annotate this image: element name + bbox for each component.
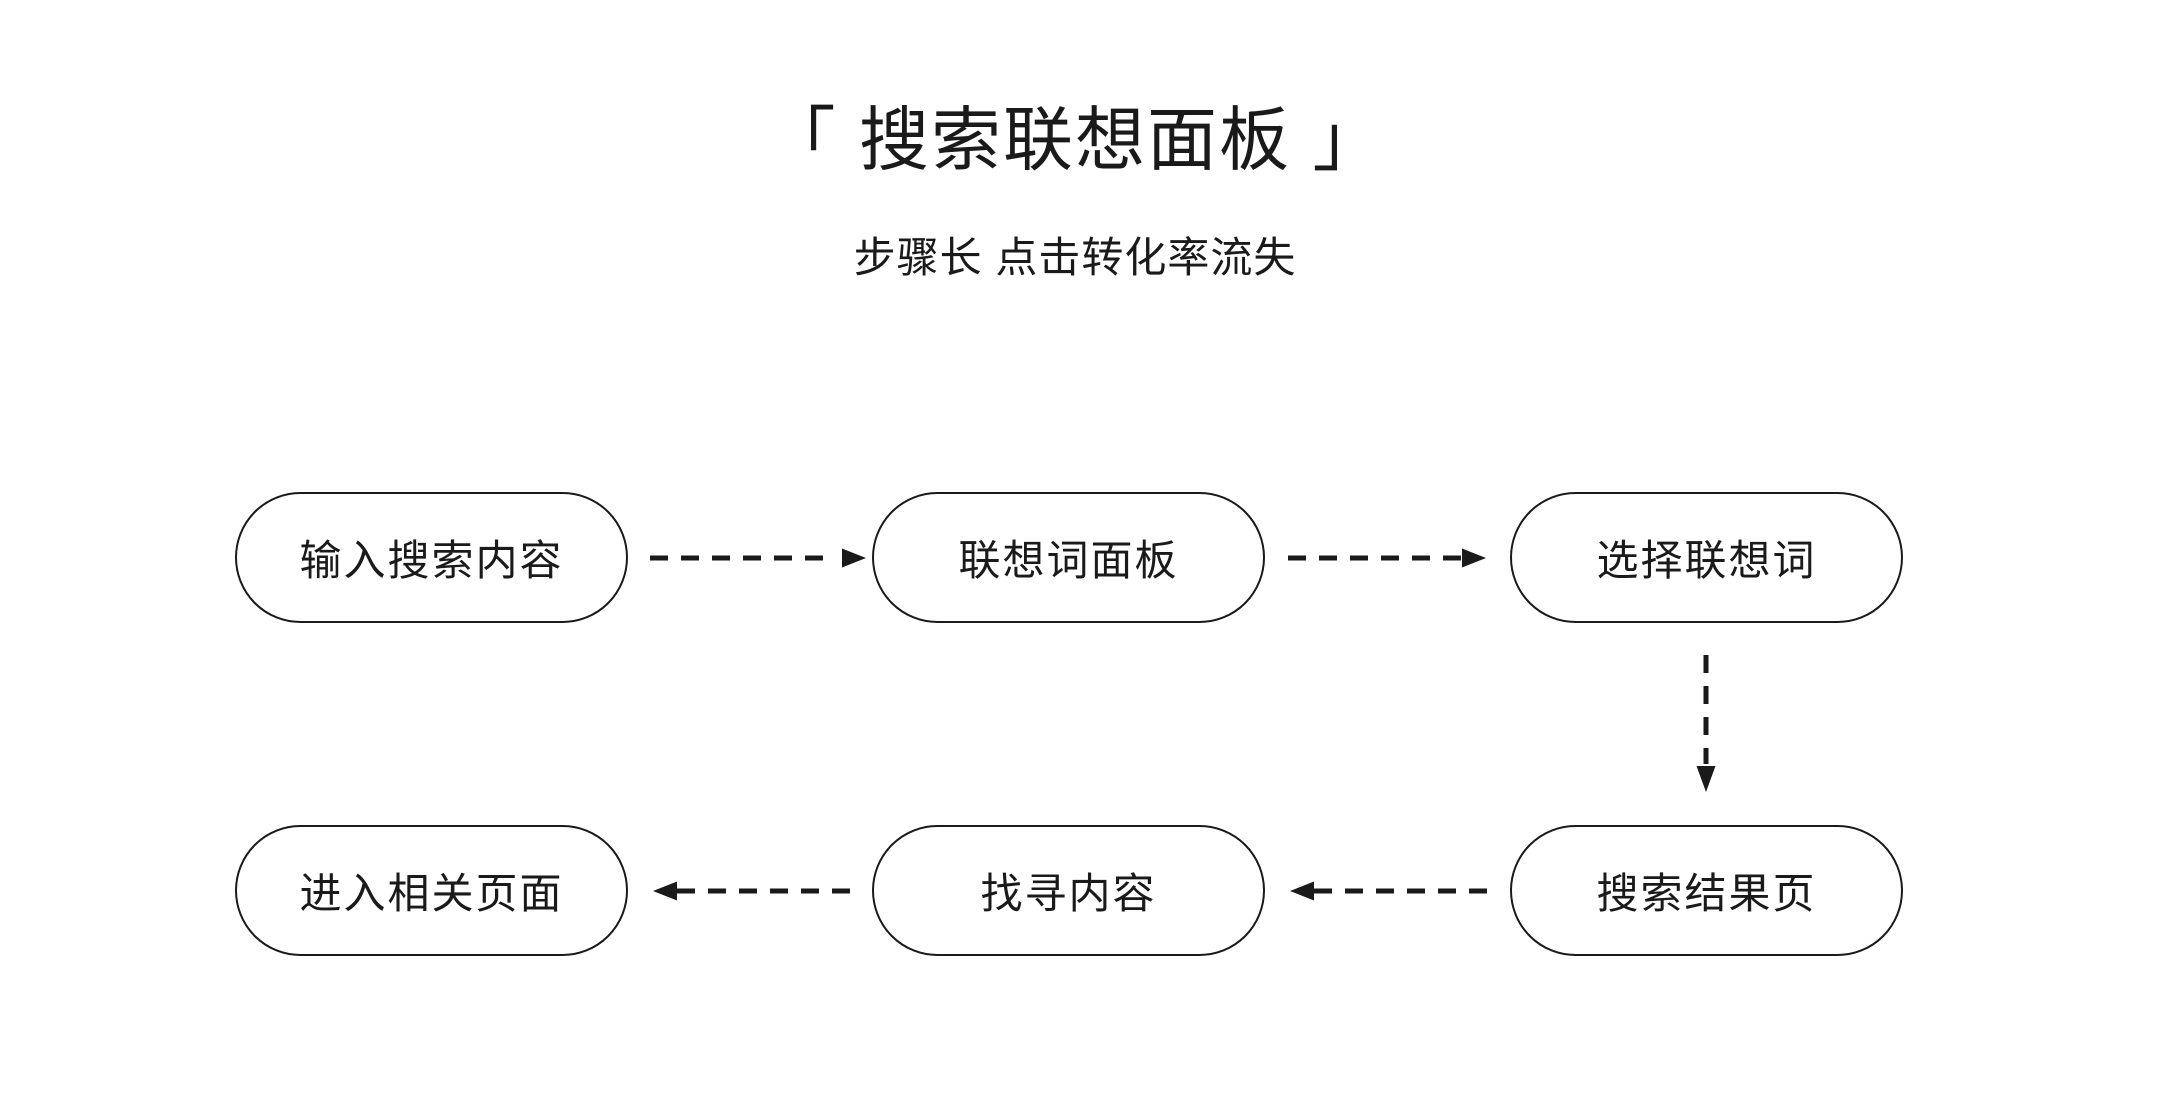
node-search-results-page-label: 搜索结果页 (1596, 870, 1817, 917)
arrow-find-content-to-enter-related-page (653, 881, 851, 901)
node-suggestion-panel: 联想词面板 (872, 492, 1265, 623)
node-enter-related-page-label: 进入相关页面 (299, 870, 564, 917)
node-suggestion-panel-label: 联想词面板 (958, 537, 1179, 584)
page-subtitle: 步骤长 点击转化率流失 (853, 234, 1297, 281)
node-find-content: 找寻内容 (872, 825, 1265, 956)
node-enter-related-page: 进入相关页面 (235, 825, 628, 956)
node-enter-search-content-label: 输入搜索内容 (299, 537, 564, 584)
arrow-enter-search-to-suggestion-panel (650, 548, 866, 568)
arrow-results-page-to-find-content (1290, 881, 1488, 901)
arrow-select-suggestion-to-results-page (1696, 655, 1716, 792)
node-search-results-page: 搜索结果页 (1510, 825, 1903, 956)
page-title: 「 搜索联想面板 」 (765, 101, 1385, 179)
arrow-suggestion-panel-to-select-suggestion (1288, 548, 1486, 568)
node-select-suggestion: 选择联想词 (1510, 492, 1903, 623)
node-find-content-label: 找寻内容 (980, 870, 1157, 917)
node-select-suggestion-label: 选择联想词 (1596, 537, 1817, 584)
node-enter-search-content: 输入搜索内容 (235, 492, 628, 623)
